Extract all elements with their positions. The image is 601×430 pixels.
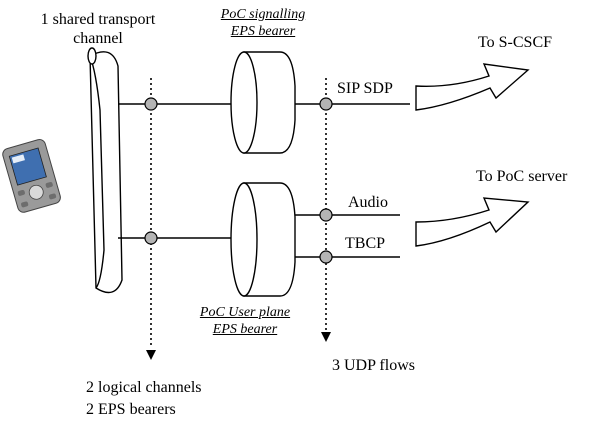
user-plane-bearer-cylinder: [231, 183, 295, 296]
sip-sdp-label: SIP SDP: [337, 79, 393, 98]
signalling-channel-node: [145, 98, 157, 110]
to-poc-server-arrow-icon: [416, 198, 528, 246]
signalling-bearer-label-line1: PoC signalling: [208, 6, 318, 23]
logical-channels-arrowhead: [146, 350, 156, 360]
signalling-bearer-cylinder: [231, 52, 295, 153]
tbcp-node: [320, 251, 332, 263]
user-plane-channel-node: [145, 232, 157, 244]
to-poc-server-label: To PoC server: [476, 167, 567, 186]
user-plane-bearer-label-line2: EPS bearer: [180, 321, 310, 338]
eps-bearers-label: 2 EPS bearers: [86, 400, 176, 419]
to-scscf-label: To S-CSCF: [478, 33, 552, 52]
tbcp-label: TBCP: [345, 234, 385, 253]
to-scscf-arrow-icon: [416, 64, 528, 110]
signalling-bearer-label-line2: EPS bearer: [208, 23, 318, 40]
audio-node: [320, 209, 332, 221]
user-plane-bearer-label: PoC User plane EPS bearer: [180, 304, 310, 338]
shared-transport-channel-cylinder: [88, 48, 122, 293]
shared-channel-label-line2: channel: [8, 29, 188, 48]
shared-channel-label: 1 shared transport channel: [8, 10, 188, 48]
udp-flows-arrowhead: [321, 332, 331, 342]
handheld-device-icon: [1, 138, 61, 214]
udp-flows-label: 3 UDP flows: [332, 356, 415, 375]
signalling-bearer-label: PoC signalling EPS bearer: [208, 6, 318, 40]
sip-sdp-node: [320, 98, 332, 110]
audio-label: Audio: [348, 193, 388, 212]
user-plane-bearer-label-line1: PoC User plane: [180, 304, 310, 321]
shared-channel-label-line1: 1 shared transport: [8, 10, 188, 29]
logical-channels-label: 2 logical channels: [86, 378, 202, 397]
